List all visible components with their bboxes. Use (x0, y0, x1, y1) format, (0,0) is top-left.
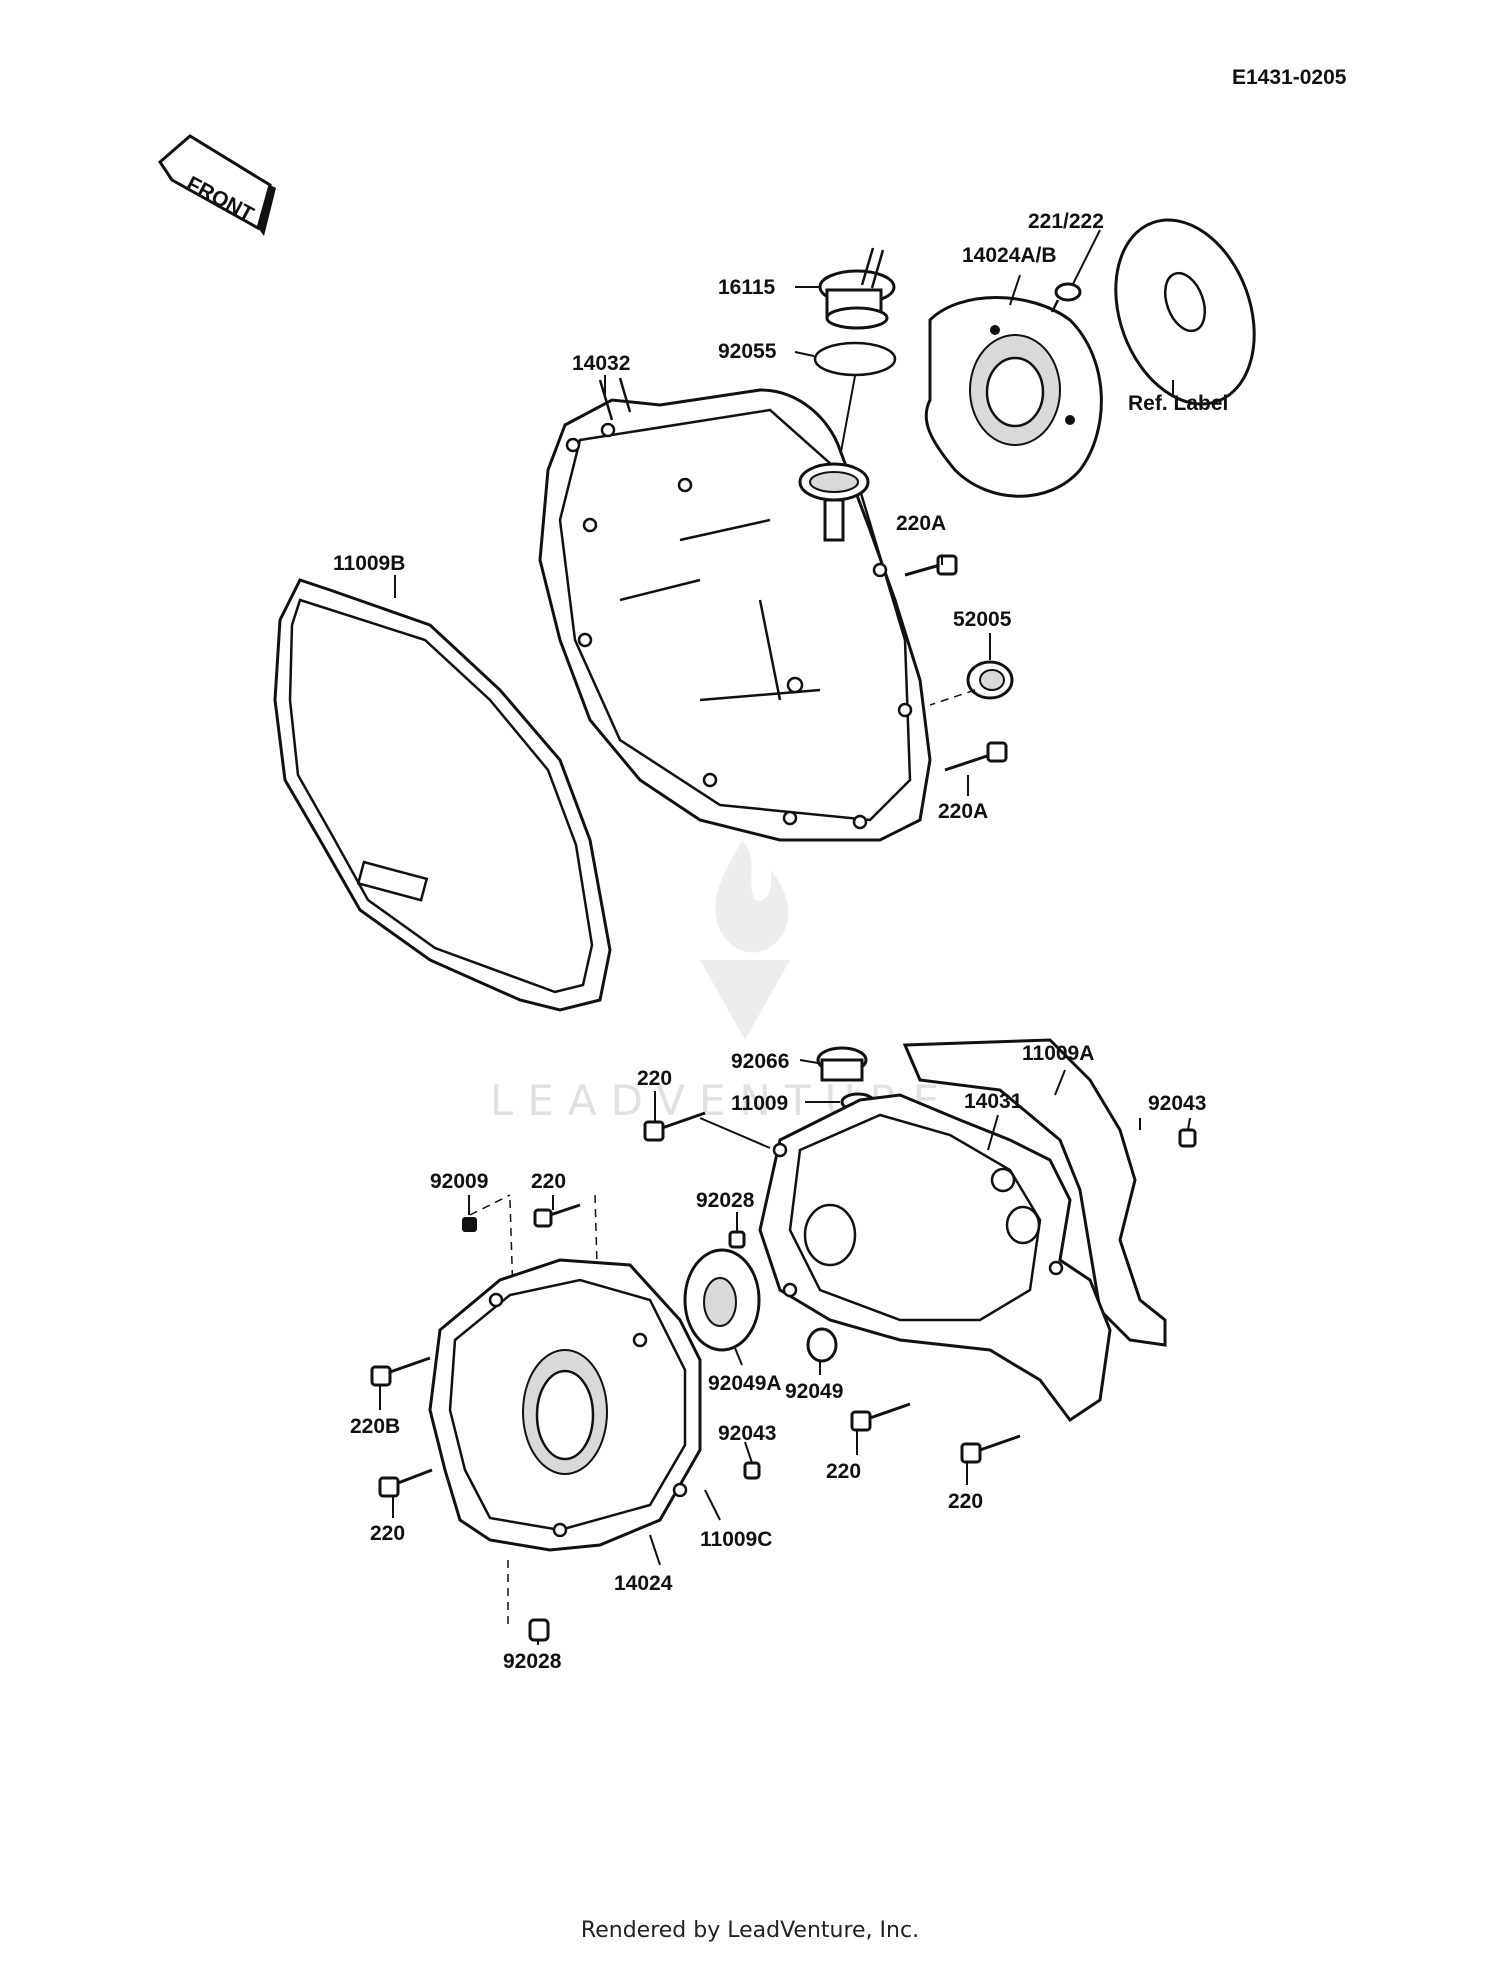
leader-lines (379, 229, 1191, 1645)
label-92028-lower: 92028 (503, 1650, 562, 1673)
bolt-220b (370, 1356, 431, 1387)
label-220-e: 220 (948, 1490, 983, 1513)
bolt-220a-top (904, 554, 958, 577)
label-92043-left: 92043 (718, 1422, 776, 1445)
label-220-c: 220 (370, 1522, 405, 1545)
cover-14024 (428, 1258, 702, 1552)
label-92043-right: 92043 (1148, 1092, 1206, 1115)
o-ring-92055 (813, 341, 897, 377)
housing-14031 (758, 1093, 1112, 1423)
dowel-92043-right (1178, 1128, 1197, 1148)
label-220b: 220B (350, 1415, 400, 1438)
label-11009a: 11009A (1022, 1042, 1094, 1065)
ref-label-disc (1114, 218, 1256, 406)
label-220-a: 220 (637, 1067, 672, 1090)
crankcase-cover-14032 (538, 377, 932, 842)
diagram-id: E1431-0205 (1232, 66, 1347, 89)
label-ref-label: Ref. Label (1128, 392, 1228, 415)
label-16115: 16115 (718, 276, 776, 299)
label-14024ab: 14024A/B (962, 244, 1057, 267)
label-220-d: 220 (826, 1460, 861, 1483)
dowel-92028-lower (528, 1618, 550, 1642)
oil-filler-cap-16115 (818, 247, 896, 330)
label-92009: 92009 (430, 1170, 488, 1193)
label-221-222: 221/222 (1028, 210, 1104, 233)
label-14032: 14032 (572, 352, 630, 375)
footer-credit: Rendered by LeadVenture, Inc. (580, 1918, 920, 1943)
label-14031: 14031 (964, 1090, 1023, 1113)
label-220a-bottom: 220A (938, 800, 988, 823)
dowel-92028-upper (728, 1230, 746, 1249)
bolt-220-b (533, 1203, 581, 1228)
label-92049a: 92049A (708, 1372, 782, 1395)
label-92055: 92055 (718, 340, 777, 363)
cover-14024ab (924, 296, 1103, 498)
label-11009c: 11009C (700, 1528, 772, 1551)
label-92049: 92049 (785, 1380, 843, 1403)
bolt-220-d (850, 1402, 911, 1432)
label-220-b: 220 (531, 1170, 566, 1193)
gasket-11009b (273, 578, 612, 1012)
label-92066: 92066 (731, 1050, 789, 1073)
plug-92009 (462, 1217, 477, 1232)
label-220a-top: 220A (896, 512, 946, 535)
bolt-220-c (378, 1468, 433, 1498)
label-11009b: 11009B (333, 552, 405, 575)
label-52005: 52005 (953, 608, 1012, 631)
plug-92066 (816, 1046, 868, 1082)
label-14024: 14024 (614, 1572, 673, 1595)
dowel-92043-left (743, 1461, 761, 1480)
label-92028-upper: 92028 (696, 1189, 755, 1212)
bolt-220a-bottom (944, 741, 1008, 772)
label-11009: 11009 (731, 1092, 788, 1115)
screw-221-222 (1050, 282, 1082, 313)
seal-92049a (683, 1248, 761, 1352)
part-labels: 221/222 14024A/B 16115 92055 Ref. Label … (333, 210, 1228, 1673)
plug-52005 (966, 660, 1014, 700)
seal-92049 (806, 1327, 838, 1363)
gasket-11009a (902, 1038, 1167, 1347)
bolt-220-e (960, 1434, 1021, 1464)
front-arrow-icon: FRONT (158, 134, 276, 236)
